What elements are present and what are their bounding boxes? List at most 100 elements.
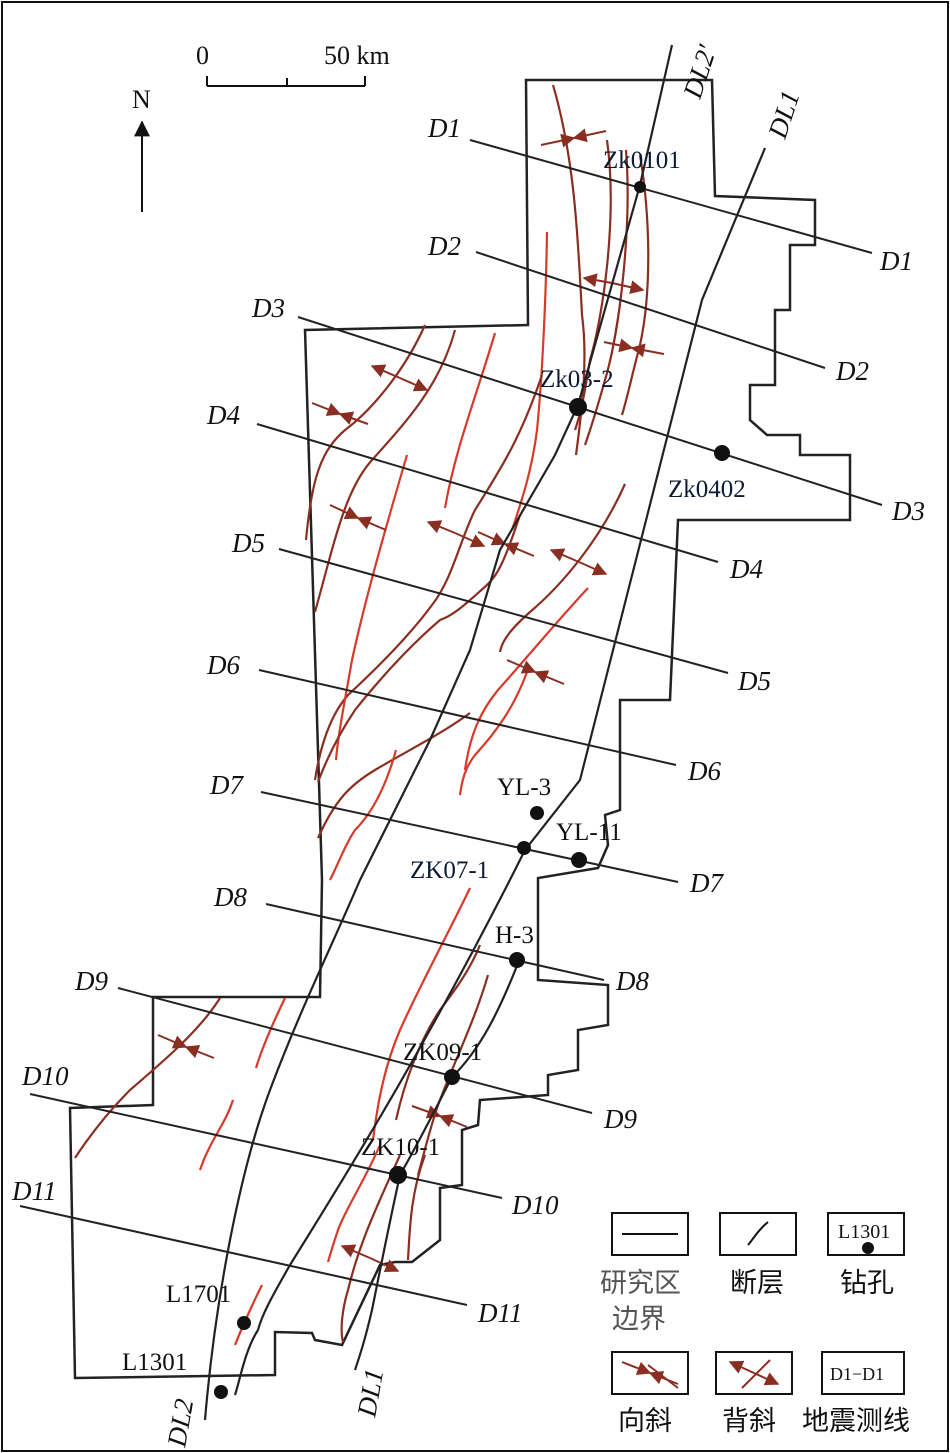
syncline-arrow: [533, 670, 565, 685]
seismic-line-D10: [29, 1093, 503, 1199]
syncline-arrow: [157, 1034, 188, 1049]
well-marker: [214, 1385, 228, 1399]
seismic-label-D1-left: D1: [427, 113, 461, 143]
fault: [498, 483, 627, 653]
seismic-label-D6-right: D6: [687, 756, 721, 786]
anticline-arrow: [611, 280, 645, 295]
legend-anticline: 背斜: [715, 1351, 793, 1437]
scale-bar: 0 50 km: [196, 41, 390, 87]
anticline-arrow: [578, 561, 608, 576]
legend-anticline-label: 背斜: [722, 1406, 776, 1437]
fault: [74, 997, 221, 1159]
fault: [443, 332, 497, 509]
seismic-label-D5-left: D5: [231, 528, 265, 558]
fault: [371, 887, 471, 1141]
fault: [313, 374, 544, 781]
seismic-label-D4-right: D4: [729, 554, 763, 584]
wells: [214, 181, 730, 1399]
well-labels: Zk0101 Zk03-2 Zk0402 YL-3 YL-11 ZK07-1 H…: [122, 147, 746, 1376]
well-marker: [389, 1166, 407, 1184]
well-marker: [634, 181, 646, 193]
seismic-label-D8-right: D8: [615, 966, 649, 996]
seismic-line-D7: [260, 791, 679, 883]
syncline-arrow: [438, 1114, 468, 1128]
dl-labels: DL2′ DL1 DL2 DL1: [161, 40, 805, 1450]
dl1-line: [256, 147, 767, 1331]
seismic-label-D3-right: D3: [891, 496, 925, 526]
fault: [313, 329, 457, 613]
seismic-label-D7-right: D7: [689, 868, 724, 898]
fault: [334, 454, 409, 761]
fault: [458, 671, 529, 796]
fault: [620, 154, 650, 416]
seismic-labels: D1 D1 D2 D2 D3 D3 D4 D4 D5 D5 D6 D6 D7 D…: [11, 113, 925, 1328]
fault: [233, 1284, 263, 1346]
seismic-label-D10-right: D10: [511, 1190, 559, 1220]
scale-zero: 0: [196, 41, 209, 70]
anticline-arrow: [582, 273, 613, 288]
seismic-label-D11-right: D11: [477, 1298, 523, 1328]
fault: [326, 1144, 382, 1263]
legend-boundary-line1: 研究区: [600, 1268, 681, 1299]
seismic-label-D9-right: D9: [603, 1104, 637, 1134]
fault: [463, 587, 589, 771]
well-label-ZK07-1: ZK07-1: [410, 857, 489, 884]
fault: [254, 997, 286, 1069]
anticline-arrow: [399, 377, 429, 392]
scale-label: 50 km: [324, 41, 390, 70]
anticline-arrow: [369, 1257, 400, 1273]
well-label-YL-3: YL-3: [497, 774, 551, 801]
well-marker: [509, 952, 525, 968]
syncline-arrow: [572, 128, 607, 143]
well-marker: [444, 1069, 460, 1085]
syncline-arrow: [329, 504, 360, 520]
well-label-H-3: H-3: [495, 922, 534, 949]
legend-boundary-line2: 边界: [612, 1304, 666, 1335]
seismic-label-D9-left: D9: [74, 966, 108, 996]
dl2-prime-label: DL2′: [677, 40, 723, 103]
study-area-boundary: [68, 78, 852, 1380]
seismic-line-D9: [117, 987, 593, 1114]
seismic-line-D8: [265, 903, 605, 981]
seismic-label-D1-right: D1: [879, 246, 913, 276]
syncline-arrow: [184, 1045, 215, 1059]
well-label-Zk0402: Zk0402: [668, 476, 746, 503]
syncline-arrow: [506, 659, 537, 674]
legend-boundary: 研究区 边界: [600, 1212, 689, 1335]
syncline-arrow: [411, 1105, 442, 1119]
well-label-ZK10-1: ZK10-1: [361, 1134, 440, 1161]
syncline-arrow: [603, 338, 634, 353]
seismic-line-D4: [256, 423, 719, 563]
legend-well: L1301 钻孔: [827, 1212, 905, 1299]
well-marker: [237, 1316, 251, 1330]
anticline-arrow: [340, 1244, 371, 1259]
seismic-lines: [19, 139, 883, 1306]
anticline-arrow: [426, 520, 456, 534]
syncline-arrow: [356, 516, 387, 531]
seismic-line-D2: [475, 251, 826, 369]
seismic-line-D11: [19, 1205, 468, 1306]
legend: 研究区 边界 断层 L1301 钻孔 向斜 背斜: [600, 1212, 910, 1437]
seismic-label-D2-right: D2: [835, 356, 869, 386]
seismic-label-D5-right: D5: [737, 666, 771, 696]
seismic-line-D6: [258, 669, 677, 766]
well-label-L1301: L1301: [122, 1349, 187, 1376]
anticline-arrow: [454, 532, 486, 548]
well-label-L1701: L1701: [166, 1281, 231, 1308]
seismic-label-D4-left: D4: [206, 400, 240, 430]
well-label-Zk0101: Zk0101: [603, 147, 681, 174]
dl2-line: [203, 44, 674, 1421]
dl1-bottom-label: DL1: [351, 1367, 389, 1420]
syncline-arrow: [338, 411, 369, 425]
well-marker: [569, 398, 587, 416]
well-label-YL-11: YL-11: [556, 819, 622, 846]
well-marker: [714, 445, 730, 461]
legend-fault: 断层: [719, 1212, 797, 1299]
well-label-Zk03-2: Zk03-2: [540, 366, 614, 393]
fault: [406, 1154, 427, 1261]
legend-seismic: D1−D1 地震测线: [802, 1351, 910, 1437]
seismic-label-D8-left: D8: [213, 882, 247, 912]
seismic-label-D2-left: D2: [427, 231, 461, 261]
